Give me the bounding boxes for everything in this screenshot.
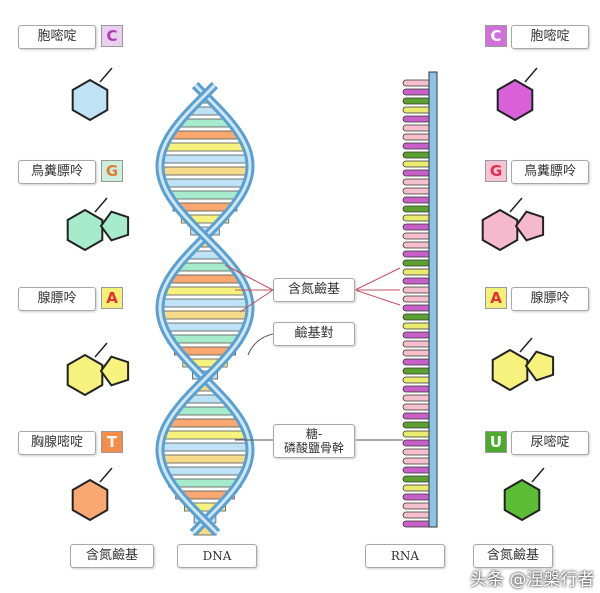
guanine-left-molecule-ring2 bbox=[99, 210, 130, 242]
letter-t: T bbox=[101, 431, 123, 453]
base-pair-rung bbox=[163, 466, 247, 476]
base-pair-rung bbox=[182, 358, 228, 368]
base-pair-rung bbox=[162, 322, 248, 332]
guanine-right-molecule-ring2 bbox=[514, 210, 545, 242]
guanine-left-molecule-bond bbox=[94, 197, 108, 213]
rna-backbone bbox=[428, 71, 438, 528]
cytosine-left-molecule-bond bbox=[99, 67, 113, 83]
pointer-line bbox=[224, 264, 274, 291]
base-pair-rung bbox=[177, 262, 233, 272]
label-guanine-left: 鳥糞膘呤 bbox=[18, 160, 96, 184]
label-adenine-left: 腺膘呤 bbox=[18, 287, 96, 311]
letter-c-right: C bbox=[485, 25, 507, 47]
label-nitrogen-base-center: 含氮鹼基 bbox=[273, 278, 355, 302]
base-pair-rung bbox=[179, 118, 231, 128]
dna-strand-2 bbox=[155, 81, 255, 537]
label-cytosine-left: 胞嘧啶 bbox=[18, 25, 96, 49]
dna-strand-2-highlight bbox=[158, 83, 252, 535]
adenine-right-molecule-ring2 bbox=[524, 350, 555, 382]
base-pair-rung bbox=[163, 430, 247, 440]
letter-g-right: G bbox=[485, 160, 507, 182]
guanine-right-molecule-bond bbox=[509, 197, 523, 213]
label-cytosine-right: 胞嘧啶 bbox=[511, 25, 589, 49]
base-pair-rung bbox=[160, 454, 250, 464]
uracil-molecule-ring bbox=[503, 478, 541, 522]
pointer-line bbox=[239, 289, 274, 313]
base-pair-rung bbox=[166, 190, 244, 200]
label-guanine-right: 鳥糞膘呤 bbox=[511, 160, 589, 184]
label-backbone: 糖- 磷酸鹽骨幹 bbox=[273, 424, 355, 458]
guanine-right-molecule-ring bbox=[481, 208, 519, 252]
adenine-left-molecule-ring2 bbox=[99, 355, 130, 387]
label-base-pair: 鹼基對 bbox=[273, 322, 355, 346]
base-pair-rung bbox=[162, 178, 248, 188]
adenine-right-molecule-ring bbox=[491, 348, 529, 392]
base-pair-rung bbox=[165, 142, 245, 152]
base-pair-rung bbox=[161, 442, 249, 452]
backbone-line-1: 糖- bbox=[305, 427, 323, 441]
cytosine-right-molecule-bond bbox=[524, 67, 538, 83]
letter-u: U bbox=[485, 431, 507, 453]
pointer-line bbox=[247, 333, 274, 356]
thymine-molecule-ring bbox=[71, 478, 109, 522]
label-nitrogen-base-bottom-left: 含氮鹼基 bbox=[70, 544, 154, 568]
label-dna: DNA bbox=[177, 544, 257, 568]
base-pair-rung bbox=[161, 154, 249, 164]
label-uracil: 尿嘧啶 bbox=[511, 431, 589, 455]
base-pair-rung bbox=[170, 274, 240, 284]
pointer-line bbox=[354, 267, 401, 291]
adenine-left-molecule-bond bbox=[94, 342, 108, 358]
watermark: 头条 @涅槃行者 bbox=[470, 570, 595, 590]
guanine-left-molecule-ring bbox=[66, 208, 104, 252]
base-pair-rung bbox=[161, 298, 249, 308]
thymine-molecule-bond bbox=[99, 467, 113, 483]
label-thymine: 胸腺嘧啶 bbox=[18, 431, 96, 455]
letter-a-right: A bbox=[485, 287, 507, 309]
base-pair-rung bbox=[168, 478, 242, 488]
pointer-line bbox=[354, 289, 401, 306]
base-pair-rung bbox=[167, 334, 243, 344]
adenine-right-molecule-bond bbox=[519, 337, 533, 353]
uracil-molecule-bond bbox=[531, 467, 545, 483]
backbone-line-2: 磷酸鹽骨幹 bbox=[283, 441, 344, 455]
dna-strand-1-highlight bbox=[158, 83, 252, 535]
base-pair-rung bbox=[169, 418, 241, 428]
label-nitrogen-base-bottom-right: 含氮鹼基 bbox=[473, 544, 553, 568]
cytosine-left-molecule-ring bbox=[71, 78, 109, 122]
base-pair-rung bbox=[184, 502, 226, 512]
dna-strand-1 bbox=[155, 81, 255, 537]
letter-c-left: C bbox=[101, 25, 123, 47]
base-pair-rung bbox=[160, 310, 250, 320]
letter-a-left: A bbox=[101, 287, 123, 309]
label-adenine-right: 腺膘呤 bbox=[511, 287, 589, 311]
base-pair-rung bbox=[164, 286, 246, 296]
base-pair-rung bbox=[171, 130, 239, 140]
cytosine-right-molecule-ring bbox=[496, 78, 534, 122]
letter-g-left: G bbox=[101, 160, 123, 182]
adenine-left-molecule-ring bbox=[66, 353, 104, 397]
base-pair-rung bbox=[160, 166, 250, 176]
label-rna: RNA bbox=[365, 544, 445, 568]
base-pair-rung bbox=[180, 214, 230, 224]
base-pair-rung bbox=[176, 406, 234, 416]
